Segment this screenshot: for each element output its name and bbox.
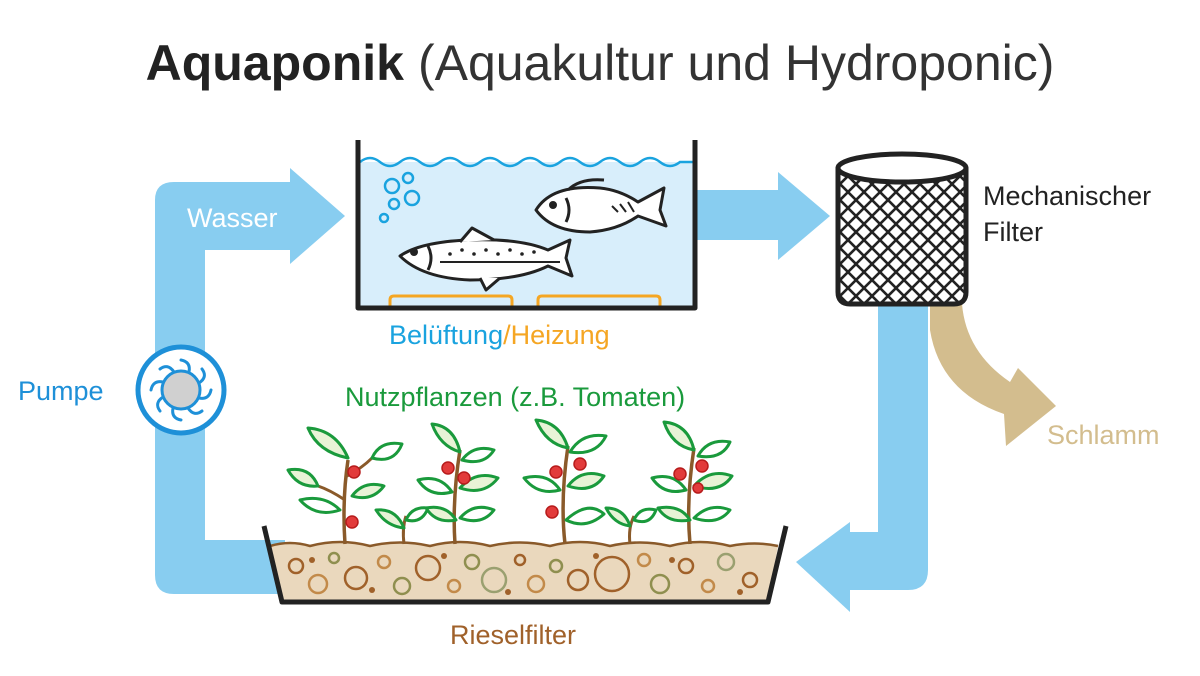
title-subtitle: (Aquakultur und Hydroponic) <box>417 35 1055 91</box>
water-flow <box>155 168 928 612</box>
heater-left <box>388 294 514 308</box>
heater-right <box>536 294 662 308</box>
slash-label: / <box>503 320 511 350</box>
belueftung-label: Belüftung <box>389 320 504 350</box>
rieselfilter-label: Rieselfilter <box>450 620 577 650</box>
pumpe-label: Pumpe <box>18 376 104 406</box>
fish-icon <box>534 178 668 234</box>
bubbles-icon <box>378 171 421 224</box>
filter-label-line2: Filter <box>983 217 1043 247</box>
pipe-tank-to-filter <box>694 190 786 240</box>
tomato-plant-icon <box>286 418 734 545</box>
fish-icon <box>398 226 574 292</box>
filter-mesh-icon <box>835 151 969 307</box>
nutzpflanzen-label: Nutzpflanzen (z.B. Tomaten) <box>345 382 686 412</box>
wasser-label: Wasser <box>187 203 278 233</box>
rieselfilter-bed <box>261 525 789 605</box>
belueftung-heizung-label: Belüftung/Heizung <box>389 320 610 351</box>
pipe-filter-down <box>842 300 928 590</box>
arrow-into-tank <box>290 168 345 264</box>
heizung-label: Heizung <box>510 320 610 350</box>
page-title: Aquaponik(Aquakultur und Hydroponic) <box>0 34 1200 92</box>
tank-walls <box>355 140 698 311</box>
filter-label-line1: Mechanischer <box>983 181 1152 211</box>
arrow-into-rieselfilter <box>796 522 850 612</box>
mechanischer-filter-label: Mechanischer Filter <box>983 178 1151 250</box>
title-main: Aquaponik <box>145 35 404 91</box>
return-pipe-left <box>155 182 298 594</box>
water-surface <box>359 156 693 168</box>
pump-icon <box>135 344 227 436</box>
arrow-into-filter <box>778 172 830 260</box>
schlamm-label: Schlamm <box>1047 420 1160 450</box>
sludge-arrow <box>930 304 1056 446</box>
fish-tank <box>355 140 698 311</box>
